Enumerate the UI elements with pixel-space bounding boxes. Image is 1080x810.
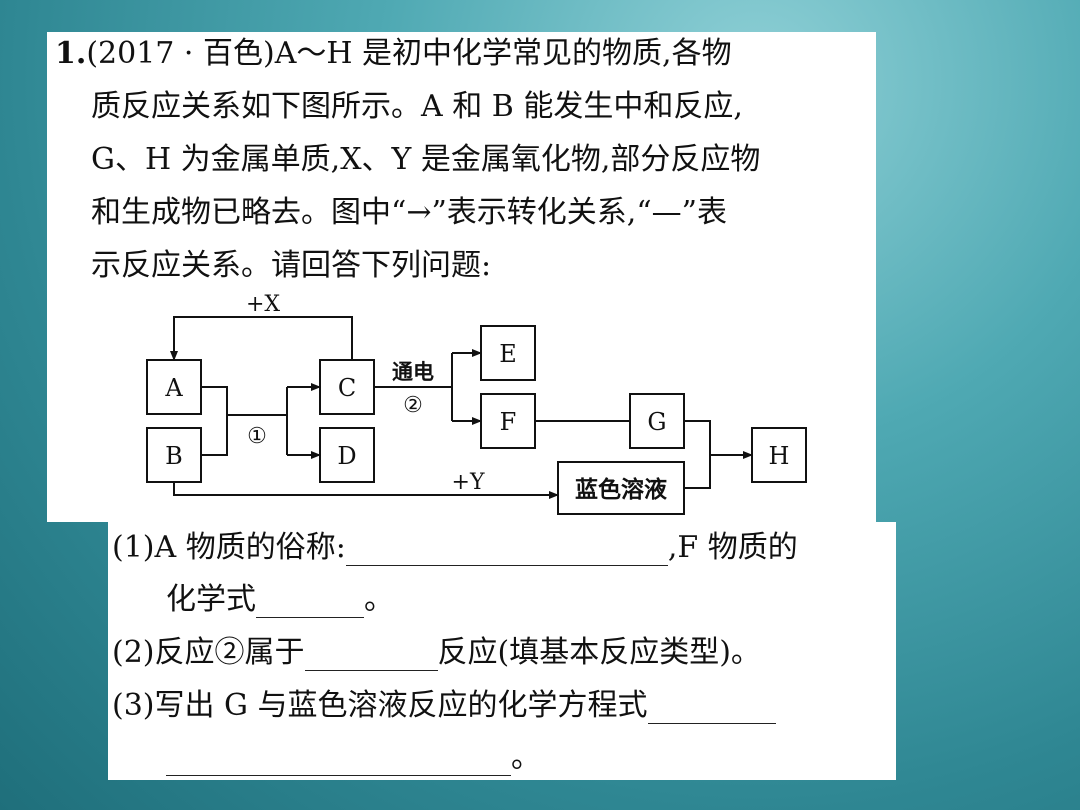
line-a-junction	[201, 386, 228, 456]
answer-blank-equation-2[interactable]	[166, 745, 511, 776]
node-d: D	[337, 442, 356, 470]
question-line-2: 质反应关系如下图所示。A 和 B 能发生中和反应,	[91, 89, 743, 124]
q1-text-c: 化学式	[166, 582, 256, 617]
label-plus-y: +Y	[452, 470, 485, 495]
answer-blank-reaction-type[interactable]	[304, 640, 438, 671]
q1-text-a: (1)A 物质的俗称:	[112, 530, 346, 565]
question-line-3: G、H 为金属单质,X、Y 是金属氧化物,部分反应物	[91, 142, 761, 177]
answer-blank-a-common-name[interactable]	[345, 535, 668, 566]
node-blue-solution: 蓝色溶液	[575, 476, 667, 503]
label-plus-x: +X	[246, 292, 280, 317]
sub-question-2: (2)反应②属于 反应(填基本反应类型)。	[112, 635, 761, 671]
sub-question-3: (3)写出 G 与蓝色溶液反应的化学方程式	[112, 688, 776, 724]
node-h: H	[769, 442, 790, 470]
arrow-c-to-a	[170, 316, 353, 361]
sub-question-1: (1)A 物质的俗称: ,F 物质的	[112, 530, 798, 566]
node-b: B	[165, 442, 183, 470]
question-text-1: (2017 · 百色)A～H 是初中化学常见的物质,各物	[86, 36, 732, 71]
sub-question-1-cont: 化学式 。	[166, 582, 394, 618]
question-number: 1.	[55, 36, 87, 71]
question-line-4: 和生成物已略去。图中“→”表示转化关系,“—”表	[91, 195, 728, 230]
line-g-blue-junction	[684, 420, 711, 489]
node-e: E	[499, 340, 517, 368]
node-a: A	[164, 374, 183, 402]
answer-blank-equation-1[interactable]	[647, 693, 776, 724]
sub-question-3-cont: 。	[166, 740, 541, 776]
q3-text-end: 。	[511, 740, 541, 775]
q2-text-b: 反应(填基本反应类型)。	[437, 635, 761, 670]
answer-panel: (1)A 物质的俗称:,F 物质的 化学式。 (2)反应②属于反应(填基本反应类…	[108, 522, 896, 780]
question-panel: 1.(2017 · 百色)A～H 是初中化学常见的物质,各物 质反应关系如下图所…	[47, 32, 876, 522]
q3-text-a: (3)写出 G 与蓝色溶液反应的化学方程式	[112, 688, 648, 723]
label-electrolysis: 通电	[392, 359, 434, 384]
q2-text-a: (2)反应②属于	[112, 635, 305, 670]
q1-text-end: 。	[364, 582, 394, 617]
arrow-b-to-blue	[173, 482, 559, 499]
reaction-diagram: A B C D E F G H 蓝色溶液 +X +Y ① 通电 ②	[146, 292, 807, 515]
question-line-1: 1.(2017 · 百色)A～H 是初中化学常见的物质,各物	[55, 36, 732, 72]
node-c: C	[338, 374, 356, 402]
label-reaction-2: ②	[403, 393, 423, 418]
answer-blank-f-formula[interactable]	[256, 587, 364, 618]
question-line-5: 示反应关系。请回答下列问题:	[91, 248, 492, 283]
label-reaction-1: ①	[247, 424, 267, 449]
node-g: G	[647, 408, 666, 436]
q1-text-b: ,F 物质的	[667, 530, 798, 565]
node-f: F	[500, 408, 517, 436]
